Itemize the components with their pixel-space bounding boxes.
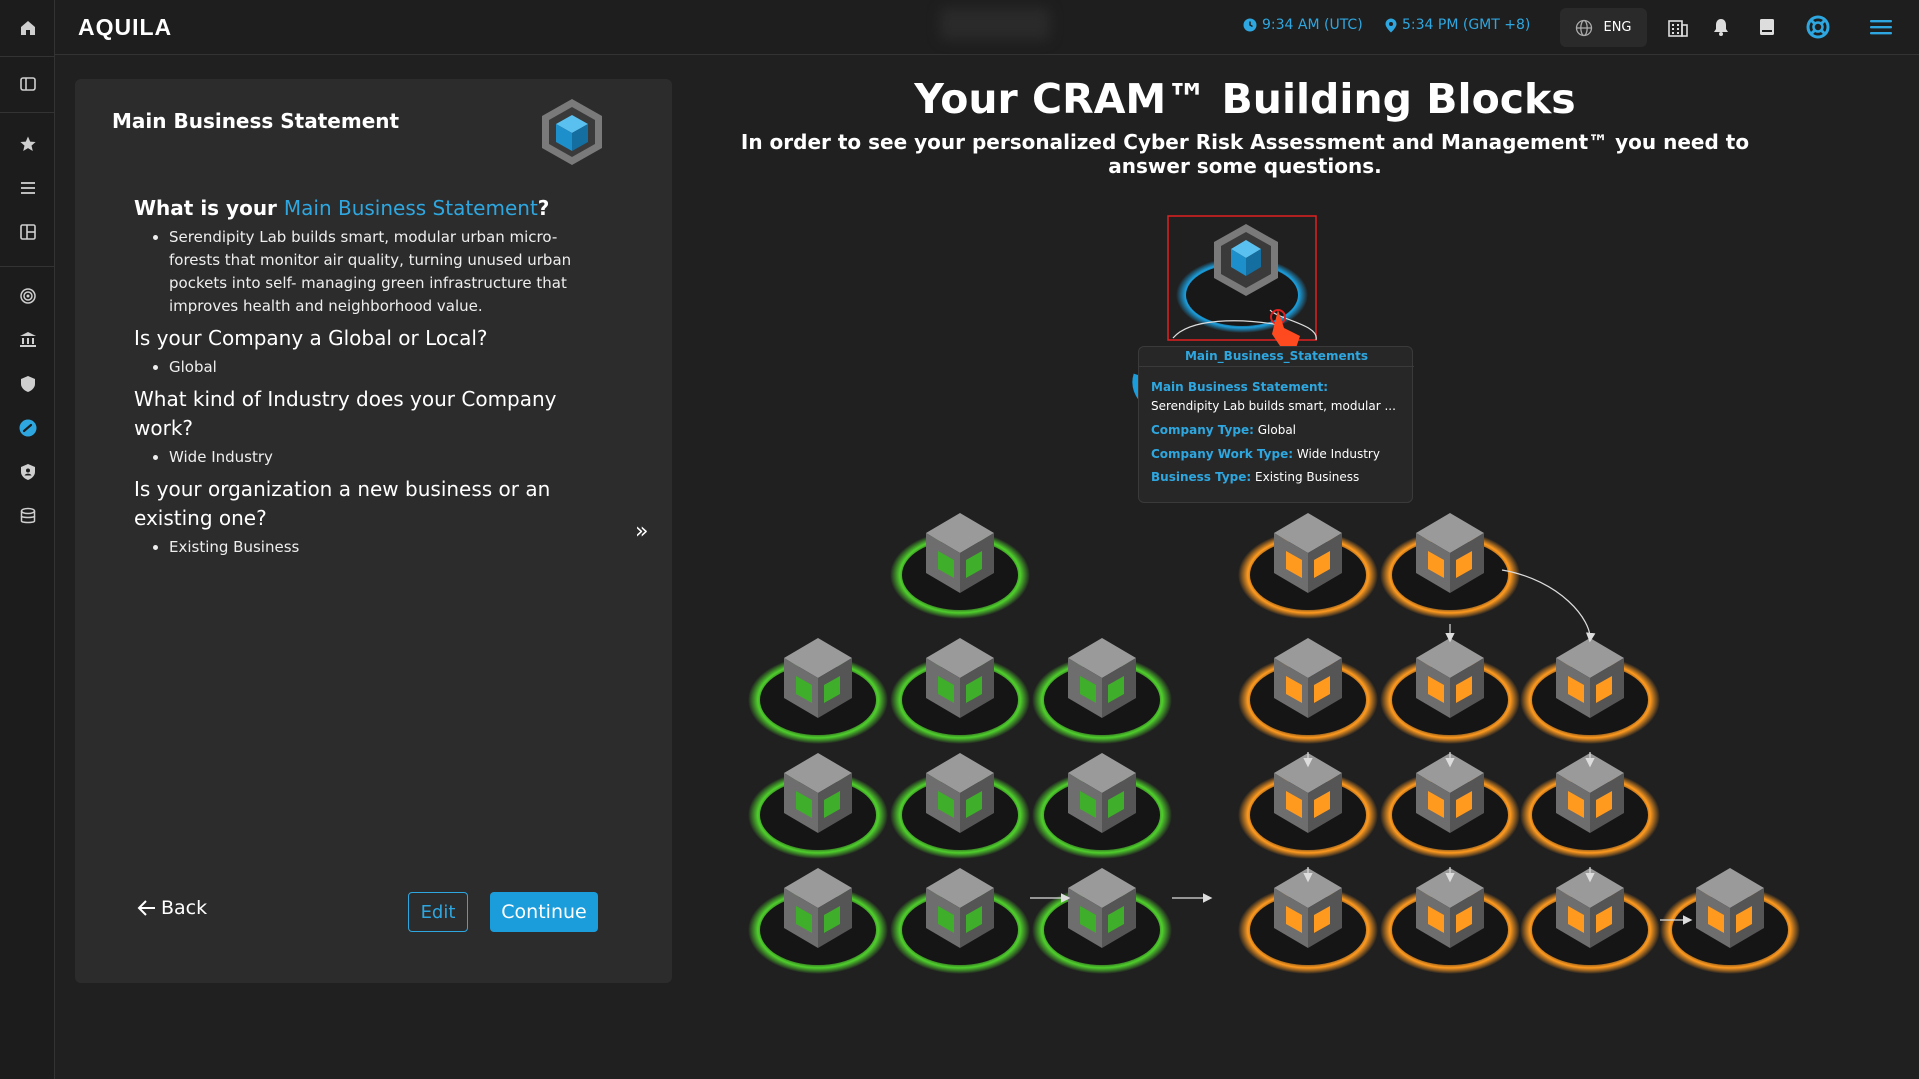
tooltip-key: Company Work Type: — [1151, 447, 1294, 461]
green-block-node[interactable] — [748, 868, 888, 974]
question-panel: Main Business Statement What is your Mai… — [75, 79, 672, 983]
edit-button[interactable]: Edit — [408, 892, 468, 932]
green-block-node[interactable] — [890, 868, 1030, 974]
green-block-node[interactable] — [1032, 868, 1172, 974]
tooltip-value: Global — [1257, 423, 1297, 437]
tooltip-key: Main Business Statement: — [1151, 380, 1329, 394]
bank-icon[interactable] — [14, 326, 41, 353]
answer-industry: Wide Industry — [169, 446, 584, 469]
tooltip-row-company-type: Company Type: Global — [1151, 423, 1296, 437]
q1-suffix: ? — [537, 196, 550, 220]
clock-icon — [1243, 18, 1257, 32]
building-icon[interactable] — [1665, 14, 1691, 40]
q1-highlight: Main Business Statement — [283, 196, 538, 220]
star-icon[interactable] — [14, 130, 41, 157]
orange-block-node[interactable] — [1380, 638, 1520, 744]
panel-title: Main Business Statement — [112, 109, 400, 133]
globe-icon — [1576, 19, 1593, 36]
support-icon[interactable] — [1805, 14, 1831, 40]
orange-block-node[interactable] — [1520, 638, 1660, 744]
orange-block-node[interactable] — [1238, 868, 1378, 974]
answer-business-type: Existing Business — [169, 536, 584, 559]
shield-icon[interactable] — [14, 370, 41, 397]
menu-icon[interactable] — [1868, 14, 1894, 40]
arrow-left-icon — [137, 900, 155, 916]
tooltip-key: Business Type: — [1151, 470, 1252, 484]
building-blocks-diagram — [748, 215, 1800, 974]
orange-block-node[interactable] — [1238, 513, 1378, 619]
tooltip-value: Wide Industry — [1296, 447, 1380, 461]
shield-user-icon[interactable] — [14, 458, 41, 485]
green-block-node[interactable] — [748, 638, 888, 744]
tooltip-value: Serendipity Lab builds smart, modular ..… — [1151, 399, 1396, 413]
bell-icon[interactable] — [1708, 14, 1734, 40]
list-icon[interactable] — [14, 174, 41, 201]
page-title: Your CRAM™ Building Blocks — [914, 75, 1576, 123]
green-block-node[interactable] — [890, 513, 1030, 619]
double-chevron-right-icon[interactable]: » — [635, 519, 649, 544]
orange-block-node[interactable] — [1520, 753, 1660, 859]
layout-icon[interactable] — [14, 218, 41, 245]
book-icon[interactable] — [1754, 14, 1780, 40]
blurred-region — [940, 8, 1050, 40]
orange-block-node[interactable] — [1660, 868, 1800, 974]
tooltip-row-statement-value: Serendipity Lab builds smart, modular ..… — [1151, 399, 1396, 413]
local-clock: 5:34 PM (GMT +8) — [1385, 17, 1530, 33]
continue-button[interactable]: Continue — [490, 892, 598, 932]
local-time: 5:34 PM (GMT +8) — [1402, 17, 1531, 33]
green-block-node[interactable] — [890, 638, 1030, 744]
question-business-type: Is your organization a new business or a… — [134, 477, 551, 530]
answer-main-business: Serendipity Lab builds smart, modular ur… — [169, 226, 584, 318]
question-main-business: What is your Main Business Statement? — [134, 194, 584, 223]
location-pin-icon — [1385, 18, 1397, 32]
radar-icon[interactable] — [14, 282, 41, 309]
utc-clock: 9:34 AM (UTC) — [1243, 17, 1363, 33]
brand-logo: AQUILA — [78, 14, 173, 40]
tooltip-row-business-type: Business Type: Existing Business — [1151, 470, 1359, 484]
question-industry: What kind of Industry does your Company … — [134, 387, 557, 440]
hand-pointer-icon — [1270, 309, 1300, 348]
back-label: Back — [161, 897, 208, 919]
connector-curve — [1501, 569, 1596, 643]
q1-prefix: What is your — [134, 196, 284, 220]
language-label: ENG — [1603, 20, 1632, 35]
tooltip-row-work-type: Company Work Type: Wide Industry — [1151, 447, 1380, 461]
orange-block-node[interactable] — [1380, 868, 1520, 974]
orange-block-node[interactable] — [1520, 868, 1660, 974]
tooltip-row-statement-key: Main Business Statement: — [1151, 380, 1328, 394]
question-global-local: Is your Company a Global or Local? — [134, 326, 488, 350]
home-icon[interactable] — [14, 14, 41, 41]
page-subtitle: In order to see your personalized Cyber … — [740, 130, 1750, 178]
orange-block-node[interactable] — [1238, 638, 1378, 744]
database-icon[interactable] — [14, 502, 41, 529]
main-business-cube-icon — [542, 99, 602, 165]
answer-global-local: Global — [169, 356, 584, 379]
green-block-node[interactable] — [1032, 753, 1172, 859]
gauge-icon[interactable] — [14, 414, 41, 441]
green-block-node[interactable] — [1032, 638, 1172, 744]
sidebar — [0, 0, 55, 1079]
utc-time: 9:34 AM (UTC) — [1262, 17, 1363, 33]
main-business-node[interactable] — [1167, 215, 1317, 341]
node-tooltip: Main_Business_Statements Main Business S… — [1138, 346, 1414, 503]
qa-list: What is your Main Business Statement? Se… — [134, 194, 584, 559]
tooltip-key: Company Type: — [1151, 423, 1254, 437]
back-button[interactable]: Back — [137, 897, 207, 919]
orange-block-node[interactable] — [1238, 753, 1378, 859]
green-block-node[interactable] — [748, 753, 888, 859]
green-block-node[interactable] — [890, 753, 1030, 859]
language-selector[interactable]: ENG — [1560, 8, 1647, 47]
orange-block-node[interactable] — [1380, 513, 1520, 619]
tooltip-value: Existing Business — [1255, 470, 1360, 484]
panel-toggle-icon[interactable] — [14, 70, 41, 97]
tooltip-title: Main_Business_Statements — [1139, 347, 1414, 367]
orange-block-node[interactable] — [1380, 753, 1520, 859]
